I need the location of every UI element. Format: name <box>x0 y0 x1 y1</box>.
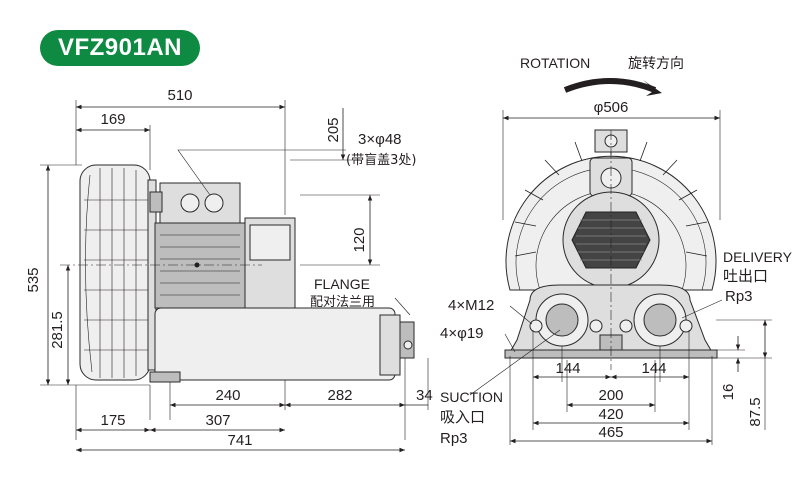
bolts-label: 4×M12 <box>448 297 494 314</box>
suction-port: Rp3 <box>440 430 468 447</box>
dim-overall-length: 741 <box>227 432 252 449</box>
holes-label: 3×φ48 <box>358 131 402 148</box>
dim-base-thickness: 16 <box>720 384 737 401</box>
dim-foot-outer: 420 <box>598 406 623 423</box>
front-view: ROTATION 旋转方向 φ506 <box>440 55 793 447</box>
dim-port-height-front: 87.5 <box>747 397 764 426</box>
rotation-label: ROTATION <box>520 55 590 71</box>
flange-label-cn: 配对法兰用 <box>310 295 375 310</box>
delivery-label-cn: 吐出口 <box>723 267 768 285</box>
dim-total-height: 535 <box>25 267 42 292</box>
side-view: 510 169 205 3×φ48 (带盲盖3处) 120 FLANGE 配对法… <box>25 87 433 453</box>
rotation-arrow-icon <box>563 78 657 93</box>
feet-holes-label: 4×φ19 <box>440 325 484 342</box>
port-block-side <box>149 182 241 224</box>
dim-flange-offset: 34 <box>416 387 433 404</box>
dim-left-offset: 175 <box>100 412 125 429</box>
motor-side <box>154 217 296 309</box>
dim-overall-width: 510 <box>167 87 192 104</box>
dim-base-right: 282 <box>327 387 352 404</box>
flange-label: FLANGE <box>314 276 370 292</box>
dim-diameter: φ506 <box>594 99 629 116</box>
dim-port-pitch-left: 144 <box>555 360 580 377</box>
model-name: VFZ901AN <box>57 34 183 61</box>
dim-base-mount: 240 <box>215 387 240 404</box>
fan-housing-side <box>79 164 157 381</box>
dim-port-pitch-right: 144 <box>641 360 666 377</box>
dim-port-height: 205 <box>325 117 342 142</box>
base-side <box>149 307 415 383</box>
dim-axis-height: 281.5 <box>49 311 66 349</box>
rotation-label-cn: 旋转方向 <box>628 56 684 72</box>
dim-foot-inner: 200 <box>598 387 623 404</box>
suction-label-cn: 吸入口 <box>440 408 485 426</box>
model-badge: VFZ901AN <box>40 30 200 66</box>
suction-label: SUCTION <box>440 389 503 405</box>
delivery-port: Rp3 <box>725 288 753 305</box>
dim-motor-height: 120 <box>351 227 368 252</box>
dim-fan-depth: 169 <box>100 111 125 128</box>
delivery-label: DELIVERY <box>723 249 793 265</box>
dim-base-width: 465 <box>598 424 623 441</box>
dim-base-span: 307 <box>205 412 230 429</box>
holes-note: (带盲盖3处) <box>346 152 416 168</box>
